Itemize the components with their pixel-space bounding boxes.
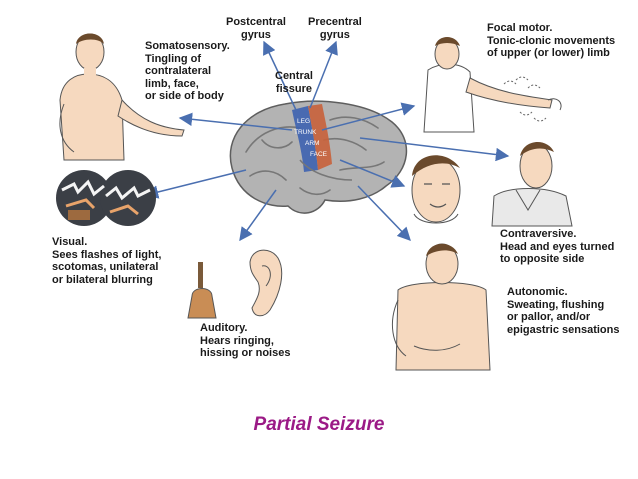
arrow-visual [144, 169, 247, 199]
strip-label-face: FACE [310, 151, 328, 158]
sensory-strip [292, 106, 318, 172]
arrow-contraversive-near [339, 159, 406, 188]
light-flashes [56, 170, 156, 226]
motor-strip [308, 104, 332, 170]
strip-label-arm: ARM [305, 140, 319, 147]
arrow-auditory [239, 189, 277, 242]
label-auditory: Auditory.Hears ringing,hissing or noises [200, 322, 291, 359]
man-arm-jerking [423, 37, 562, 133]
strip-label-leg: LEG [297, 118, 310, 125]
arrow-contraversive-far [359, 137, 510, 162]
arrow-postcentral [263, 40, 297, 111]
arrow-focal-motor [321, 102, 416, 131]
man-touching-arm [59, 33, 185, 161]
arrow-somatosensory [178, 112, 293, 131]
arrow-precentral [309, 40, 338, 109]
arrow-autonomic [357, 185, 411, 241]
brain-illustration [229, 100, 408, 214]
diagram-title: Partial Seizure [253, 414, 385, 435]
man-face-grimace [411, 155, 461, 224]
man-head-turned [491, 141, 573, 227]
ear-and-bell [187, 249, 283, 319]
arrows [144, 40, 510, 242]
label-visual: Visual.Sees flashes of light,scotomas, u… [52, 236, 162, 286]
strip-label-trunk: TRUNK [294, 129, 317, 136]
man-holding-stomach [392, 243, 491, 371]
